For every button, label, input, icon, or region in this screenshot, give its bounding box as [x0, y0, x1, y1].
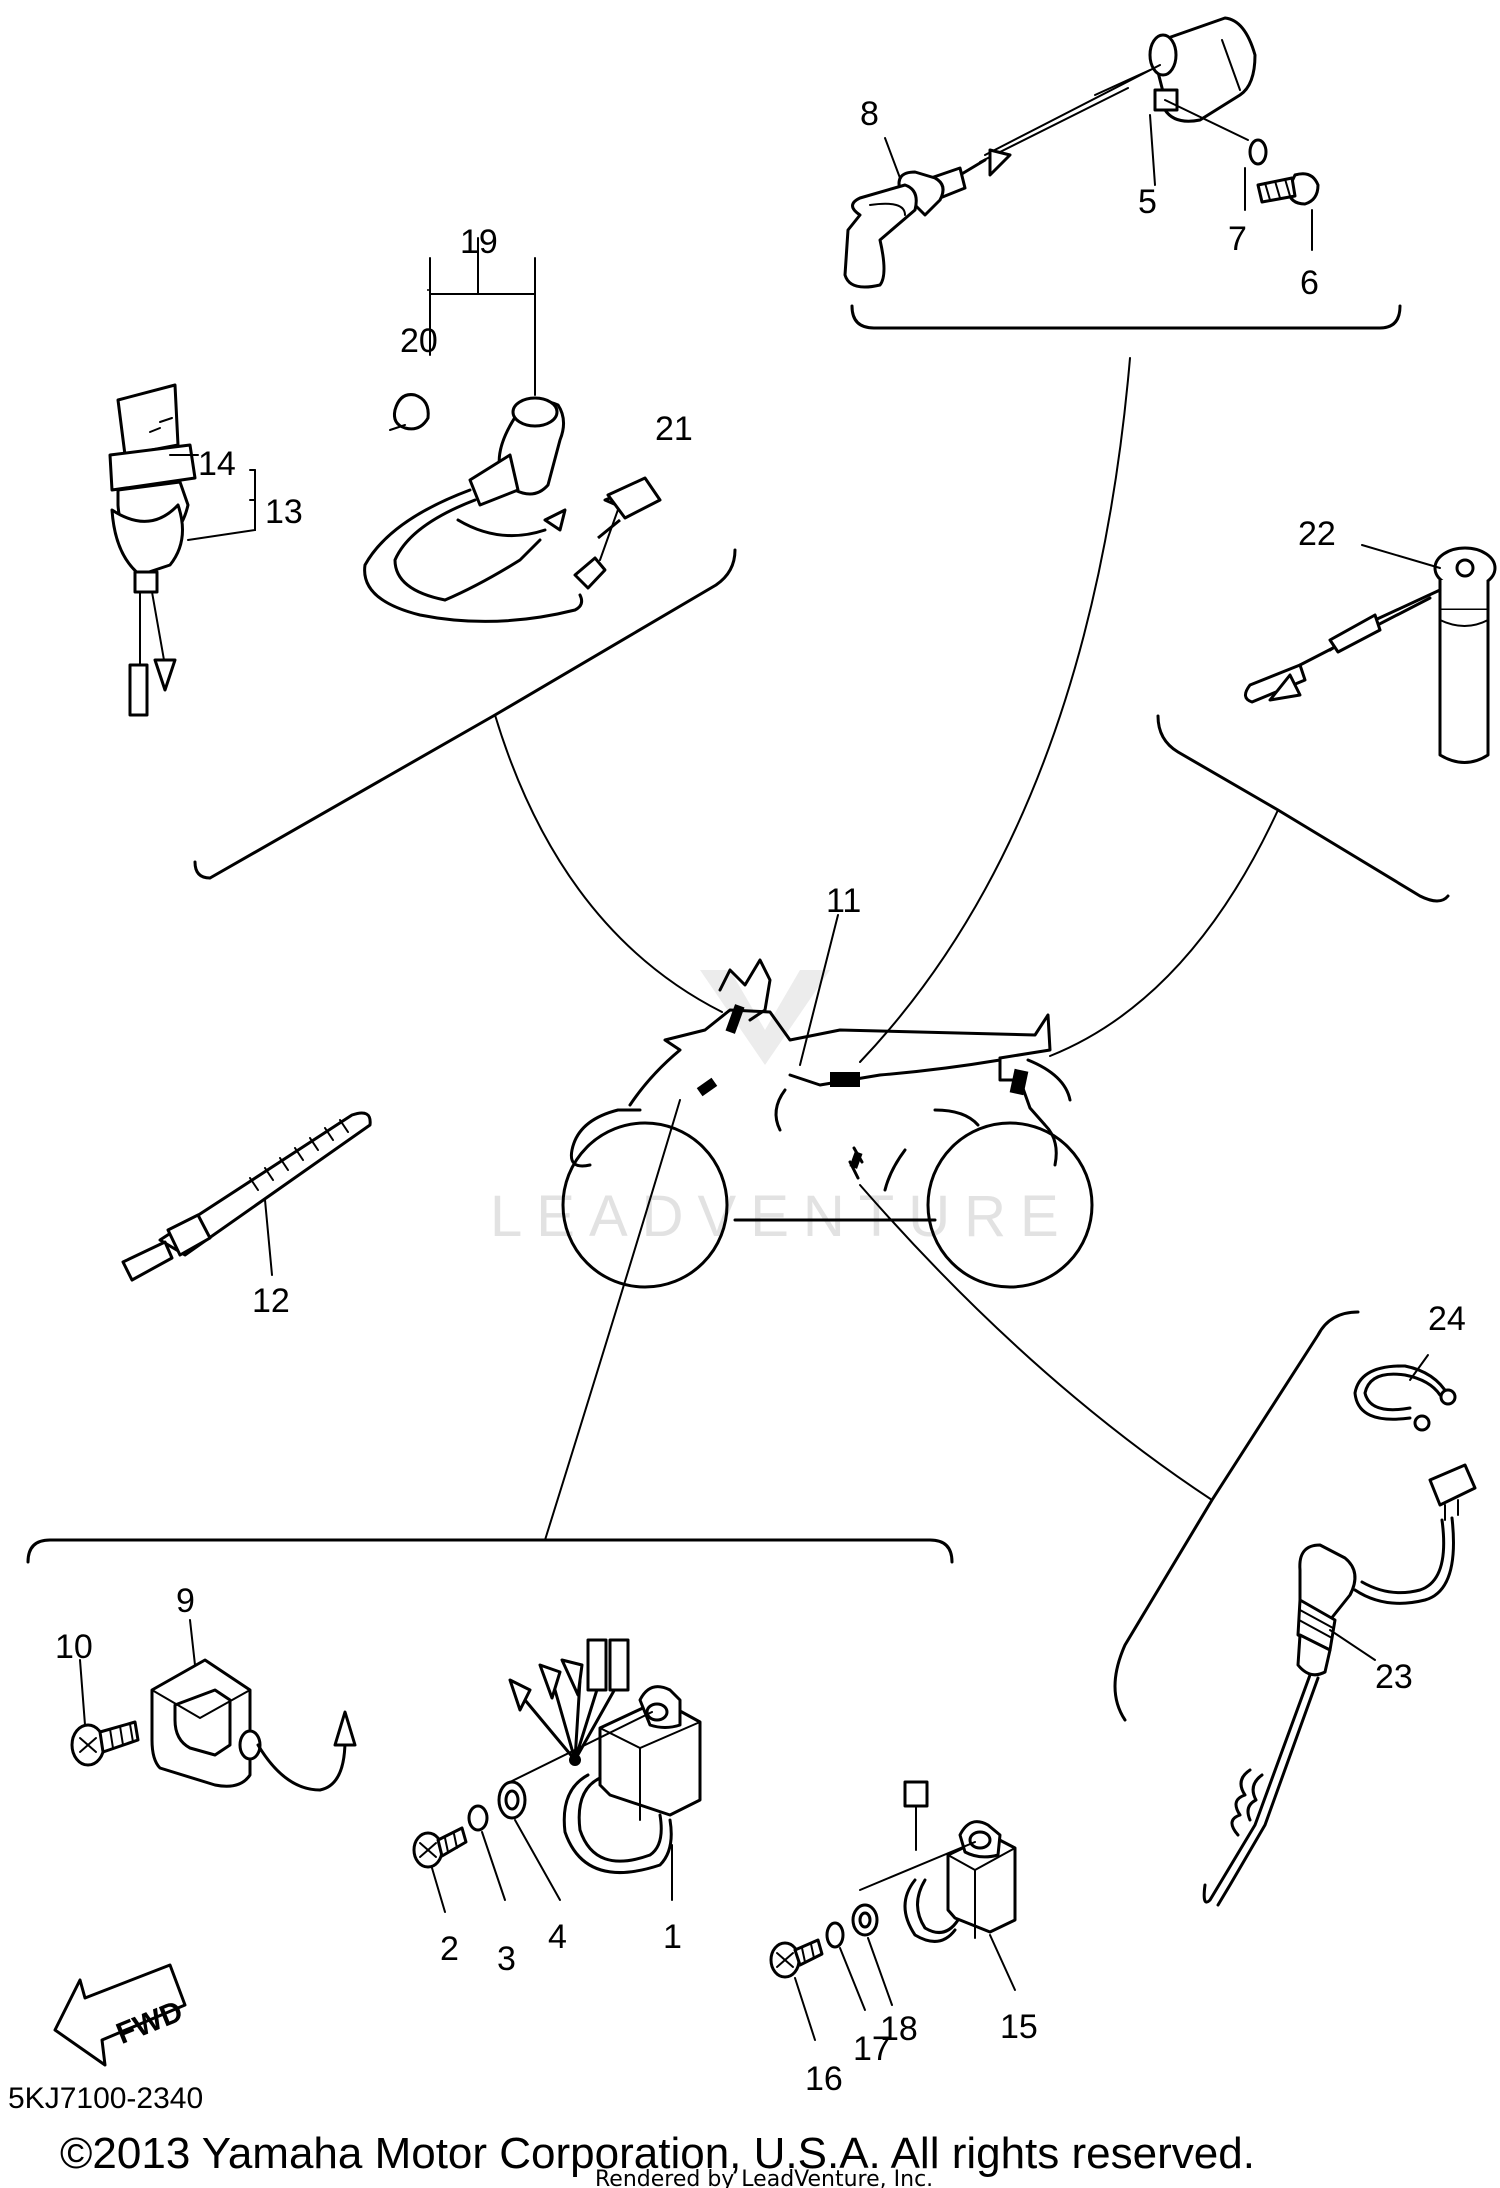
label-8: 8 — [860, 95, 879, 133]
cable-tie — [121, 1111, 372, 1282]
label-18: 18 — [880, 2010, 918, 2048]
fwd-arrow: FWD — [53, 1963, 188, 2067]
label-3: 3 — [497, 1940, 516, 1978]
leader-curves — [494, 357, 1279, 1541]
label-17: 17 — [853, 2030, 891, 2068]
label-22: 22 — [1298, 515, 1336, 553]
clamp-24 — [1353, 1354, 1457, 1432]
label-13: 13 — [265, 493, 303, 531]
leader-lines-tl — [169, 237, 626, 561]
label-19: 19 — [460, 223, 498, 261]
screw-2 — [412, 1826, 468, 1913]
atv-outline — [561, 958, 1094, 1289]
label-15: 15 — [1000, 2008, 1038, 2046]
callout-brackets — [26, 304, 1450, 1722]
main-switch-assembly — [108, 383, 197, 717]
spark-plug-cap-assembly — [363, 393, 632, 623]
ignition-coil-top — [843, 16, 1257, 289]
label-21: 21 — [655, 410, 693, 448]
label-23: 23 — [1375, 1658, 1413, 1696]
bolt-6 — [1256, 172, 1320, 206]
pickup-coil-9 — [150, 1619, 357, 1792]
label-4: 4 — [548, 1918, 567, 1956]
watermark-text: LEADVENTURE — [490, 1184, 1073, 1249]
cdi-unit-1 — [508, 1638, 702, 1901]
rendered-by: Rendered by LeadVenture, Inc. — [595, 2167, 933, 2188]
label-14: 14 — [198, 445, 236, 483]
sensor-23 — [1202, 1463, 1477, 1907]
leader-lines-tc — [884, 99, 1313, 251]
ignition-coil-15 — [859, 1780, 1017, 1991]
watermark: LEADVENTURE — [490, 970, 1073, 1249]
label-9: 9 — [176, 1582, 195, 1620]
part-labels: 19 20 21 14 13 8 5 7 6 22 11 12 24 23 9 … — [55, 95, 1466, 2098]
diagram-code: 5KJ7100-2340 — [8, 2082, 203, 2115]
screw-16 — [769, 1938, 824, 2041]
lockwasher-3 — [467, 1804, 506, 1901]
wire-harness-leader — [799, 914, 839, 1066]
label-16: 16 — [805, 2060, 843, 2098]
washer-7 — [1248, 138, 1268, 166]
label-24: 24 — [1428, 1300, 1466, 1338]
label-sticker — [606, 476, 662, 520]
label-20: 20 — [400, 322, 438, 360]
lockwasher-17 — [825, 1921, 866, 2011]
label-7: 7 — [1228, 220, 1247, 258]
label-1: 1 — [663, 1918, 682, 1956]
copyright-notice: ©2013 Yamaha Motor Corporation, U.S.A. A… — [60, 2129, 1255, 2178]
washer-4 — [497, 1780, 561, 1901]
label-12: 12 — [252, 1282, 290, 1320]
washer-18 — [851, 1903, 893, 2006]
label-10: 10 — [55, 1628, 93, 1666]
label-2: 2 — [440, 1930, 459, 1968]
neutral-switch-assembly — [1244, 544, 1497, 764]
label-6: 6 — [1300, 264, 1319, 302]
label-5: 5 — [1138, 183, 1157, 221]
screw-10 — [70, 1659, 140, 1767]
label-11: 11 — [826, 882, 861, 920]
